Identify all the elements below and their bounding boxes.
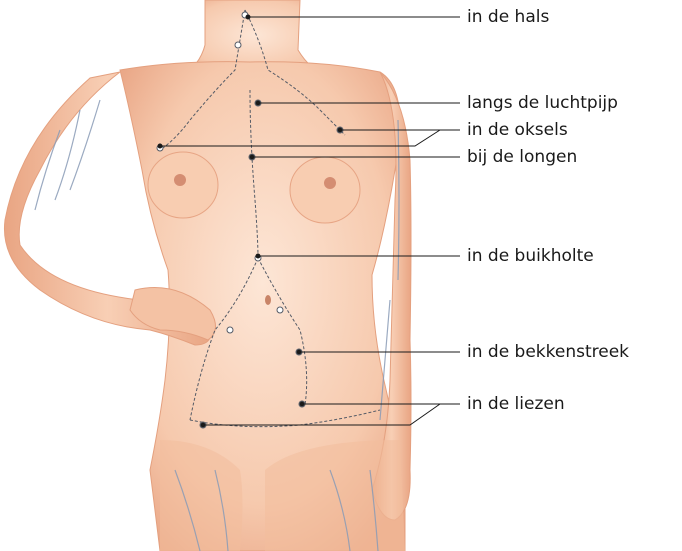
label-armpits: in de oksels <box>467 120 568 140</box>
label-abdomen: in de buikholte <box>467 246 594 266</box>
label-neck: in de hals <box>467 7 549 27</box>
breast-right <box>290 157 360 223</box>
nipple-left <box>174 174 186 186</box>
label-groin: in de liezen <box>467 394 565 414</box>
label-lungs: bij de longen <box>467 147 577 167</box>
body-illustration <box>4 0 411 551</box>
navel <box>265 295 271 305</box>
label-pelvis: in de bekkenstreek <box>467 342 629 362</box>
label-trachea: langs de luchtpijp <box>467 93 618 113</box>
nipple-right <box>324 177 336 189</box>
